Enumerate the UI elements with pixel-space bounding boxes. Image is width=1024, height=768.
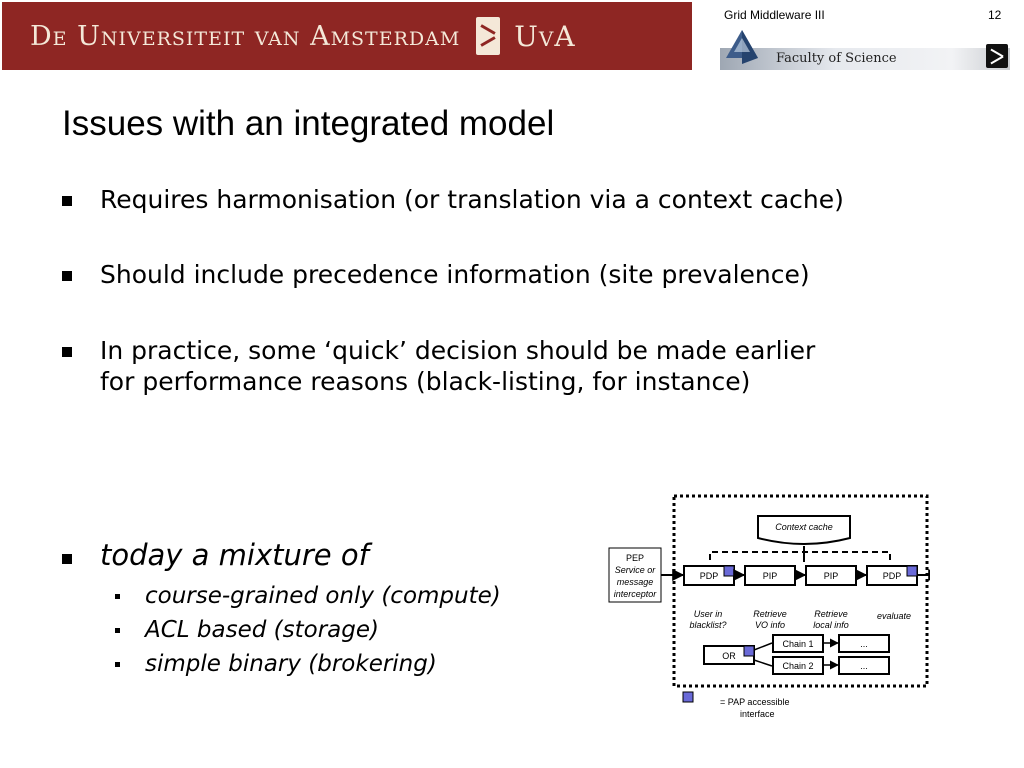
pap-interface-icon bbox=[723, 565, 735, 577]
box-label: PIP bbox=[763, 571, 778, 581]
or-label: OR bbox=[722, 651, 736, 661]
or-branch-line bbox=[753, 642, 773, 651]
chain-label: Chain 2 bbox=[782, 661, 813, 671]
sub-bullet-icon bbox=[115, 662, 120, 667]
uva-shield-icon bbox=[476, 17, 501, 55]
chain-ellipsis-box bbox=[838, 656, 890, 675]
bullet-text: Requires harmonisation (or translation v… bbox=[100, 185, 844, 214]
university-abbrev: UvA bbox=[514, 19, 576, 53]
pap-interface-icon bbox=[906, 565, 918, 577]
step-caption: User in bbox=[694, 609, 723, 619]
step-caption: Retrieve bbox=[814, 609, 848, 619]
pap-interface-icon bbox=[743, 645, 755, 657]
step-caption: VO info bbox=[755, 620, 785, 630]
faculty-shield-icon bbox=[986, 44, 1008, 68]
chain-label: Chain 1 bbox=[782, 639, 813, 649]
box-label: PIP bbox=[824, 571, 839, 581]
pep-label: interceptor bbox=[614, 589, 658, 599]
chain-ellipsis-box bbox=[838, 634, 890, 653]
container-dotted-border bbox=[672, 494, 929, 688]
sub-bullet-text: simple binary (brokering) bbox=[145, 651, 437, 677]
pep-box bbox=[608, 547, 662, 603]
bullet-square-icon bbox=[62, 271, 72, 281]
chain-ellipsis: ... bbox=[860, 639, 868, 649]
sub-bullet-icon bbox=[115, 594, 120, 599]
university-name: De Universiteit van Amsterdam bbox=[30, 20, 461, 52]
sub-bullet-icon bbox=[115, 628, 120, 633]
pep-label: message bbox=[617, 577, 654, 587]
pep-label: Service or bbox=[615, 565, 657, 575]
cache-dashed-line bbox=[709, 551, 891, 560]
authorization-diagram: Context cache PEP Service or message int… bbox=[608, 494, 930, 719]
legend-label: interface bbox=[740, 709, 775, 719]
step-caption: Retrieve bbox=[753, 609, 787, 619]
page-number: 12 bbox=[988, 8, 1002, 22]
sub-bullet-text: ACL based (storage) bbox=[145, 617, 379, 643]
context-cache-shape bbox=[757, 515, 851, 545]
faculty-pyramid-icon bbox=[726, 30, 758, 64]
slide-title: Issues with an integrated model bbox=[62, 104, 555, 143]
or-branch-line bbox=[753, 659, 773, 667]
faculty-name: Faculty of Science bbox=[776, 51, 897, 66]
box-label: PDP bbox=[883, 571, 902, 581]
bullet-text: for performance reasons (black-listing, … bbox=[100, 367, 751, 396]
bullet-square-icon bbox=[62, 196, 72, 206]
legend-label: = PAP accessible bbox=[720, 697, 789, 707]
bullet-text: Should include precedence information (s… bbox=[100, 260, 810, 289]
step-caption: evaluate bbox=[877, 611, 911, 621]
step-caption: local info bbox=[813, 620, 849, 630]
course-title: Grid Middleware III bbox=[724, 8, 825, 22]
bullet-text: In practice, some ‘quick’ decision shoul… bbox=[100, 336, 816, 365]
context-cache-label: Context cache bbox=[775, 522, 833, 532]
chain-ellipsis: ... bbox=[860, 661, 868, 671]
bullet-square-icon bbox=[62, 347, 72, 357]
faculty-bar bbox=[720, 48, 1010, 70]
legend-pap-icon bbox=[682, 691, 694, 703]
bullet-square-icon bbox=[62, 554, 72, 564]
sub-bullet-text: course-grained only (compute) bbox=[145, 583, 501, 609]
pep-label: PEP bbox=[626, 553, 644, 563]
university-banner: De Universiteit van Amsterdam UvA bbox=[2, 2, 692, 70]
step-caption: blacklist? bbox=[689, 620, 726, 630]
mixture-heading: today a mixture of bbox=[100, 538, 369, 572]
box-label: PDP bbox=[700, 571, 719, 581]
